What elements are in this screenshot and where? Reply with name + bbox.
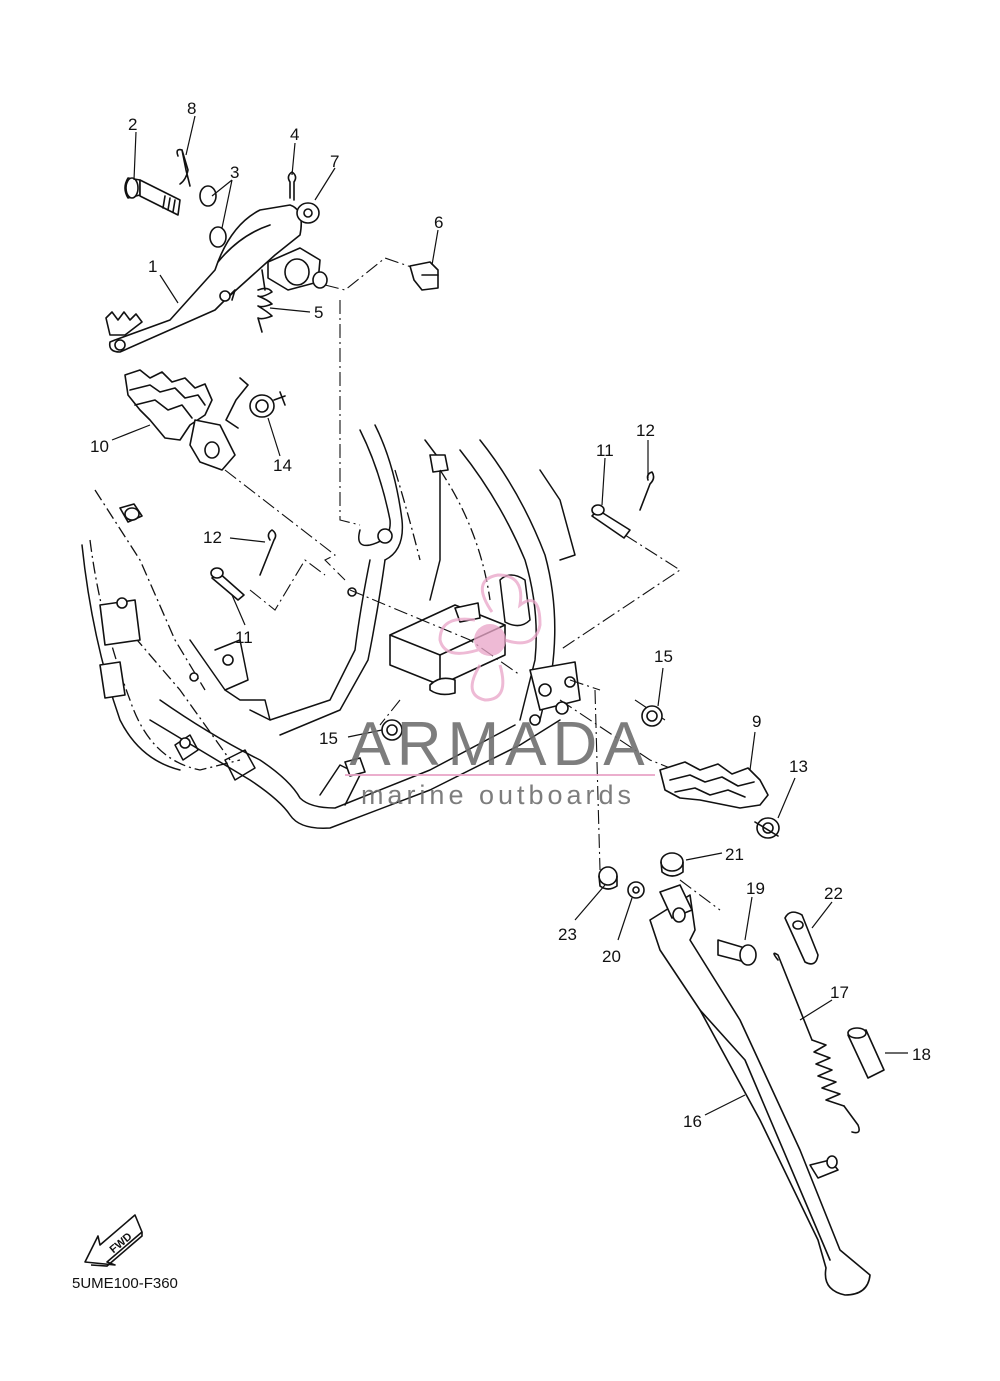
callout-3: 3 [230,163,239,182]
callout-15-left: 15 [319,729,338,748]
footpeg-spring [225,377,286,429]
callout-17: 17 [830,983,849,1002]
callout-21: 21 [725,845,744,864]
callout-19: 19 [746,879,765,898]
sidestand [649,884,871,1296]
footpeg-pin-right [591,504,631,539]
nut [598,866,618,890]
diagram-code: 5UME100-F360 [72,1275,178,1292]
sidestand-bolt [717,939,757,966]
callout-20: 20 [602,947,621,966]
watermark: ARMADA marine outboards [345,573,655,810]
callout-8: 8 [187,99,196,118]
watermark-tagline: marine outboards [361,780,635,810]
o-ring [209,226,227,248]
callout-9: 9 [752,712,761,731]
callout-4: 4 [290,125,299,144]
cotter-pin [287,171,297,201]
callout-12-right: 12 [636,421,655,440]
footpeg-pin-left [210,567,245,601]
pedal-boss [267,247,328,291]
callout-16: 16 [683,1112,702,1131]
callout-11-right: 11 [596,441,614,460]
callout-6: 6 [434,213,443,232]
footpeg-left [124,369,236,471]
o-ring [199,185,217,207]
clevis-pin [409,261,439,291]
cotter-pin [259,529,277,576]
callout-10: 10 [90,437,109,456]
cotter-pin [639,471,655,511]
footpeg-right [659,761,769,809]
callout-22: 22 [824,884,843,903]
callout-23: 23 [558,925,577,944]
callout-12-left: 12 [203,528,222,547]
split-pin [176,148,191,187]
leader-lines [111,115,908,1116]
frame-bushing [119,503,143,523]
sidestand-spring [773,952,860,1134]
callouts: 1 2 3 4 5 6 7 8 9 10 11 12 12 11 13 14 1… [90,99,931,1131]
watermark-brand: ARMADA [349,710,650,779]
callout-15-right: 15 [654,647,673,666]
callout-18: 18 [912,1045,931,1064]
spacer-sleeve [847,1027,885,1079]
callout-7: 7 [330,152,339,171]
callout-5: 5 [314,303,323,322]
washer [627,881,645,899]
spring-bracket [784,911,819,965]
callout-1: 1 [148,257,157,276]
callout-14: 14 [273,456,292,475]
pivot-bolt [124,177,181,216]
armada-logo-icon [438,573,542,702]
washer [296,202,320,224]
footpeg-spring-right [754,817,780,839]
collar [641,705,663,727]
bushing [660,852,684,877]
return-spring [257,269,273,333]
callout-2: 2 [128,115,137,134]
forward-arrow-icon: FWD [84,1214,143,1267]
frame-section [81,424,581,829]
callout-11-left: 11 [235,628,253,647]
callout-13: 13 [789,757,808,776]
